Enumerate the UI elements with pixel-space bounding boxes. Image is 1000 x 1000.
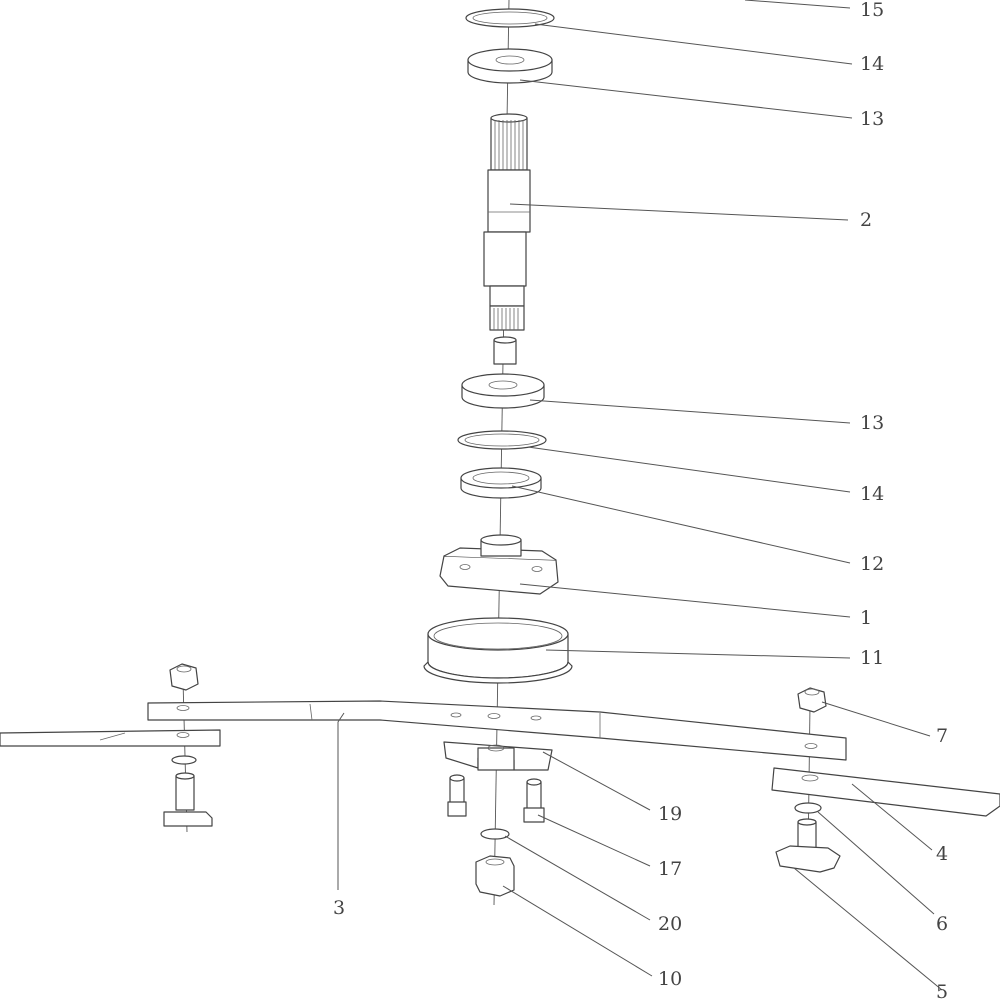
part-13-bearing-lower bbox=[461, 373, 545, 409]
callout-5: 5 bbox=[936, 981, 948, 1000]
part-2-shaft bbox=[483, 113, 531, 365]
callout-19: 19 bbox=[658, 803, 682, 825]
left-blade bbox=[0, 729, 221, 747]
left-washer bbox=[171, 755, 197, 765]
leader-4 bbox=[851, 783, 933, 851]
callout-14-lower: 14 bbox=[860, 483, 884, 505]
leader-14a bbox=[534, 23, 853, 65]
part-3-carrier-bar bbox=[147, 700, 847, 761]
part-13-bearing-top bbox=[467, 48, 553, 84]
part-12-seal bbox=[460, 467, 542, 499]
part-5-blade-bolt bbox=[775, 818, 841, 873]
callout-1: 1 bbox=[860, 607, 872, 629]
leader-5 bbox=[793, 867, 943, 991]
callout-2: 2 bbox=[860, 209, 872, 231]
leader-17 bbox=[537, 814, 651, 867]
leader-20 bbox=[504, 835, 651, 921]
part-7-nut-right bbox=[797, 687, 827, 713]
leader-13b bbox=[529, 399, 851, 424]
leader-12 bbox=[511, 485, 851, 564]
part-14-circlip-top bbox=[465, 8, 555, 28]
leader-7 bbox=[821, 701, 931, 737]
callout-3: 3 bbox=[333, 897, 345, 919]
callout-11: 11 bbox=[860, 647, 884, 669]
callout-17: 17 bbox=[658, 858, 682, 880]
leader-13a bbox=[519, 79, 853, 119]
leader-11 bbox=[545, 649, 851, 659]
leader-1 bbox=[519, 583, 851, 618]
leader-2 bbox=[509, 203, 849, 221]
leader-15 bbox=[744, 0, 851, 9]
callout-4: 4 bbox=[936, 843, 948, 865]
part-17-bolt-right bbox=[523, 778, 545, 823]
callout-13-lower: 13 bbox=[860, 412, 884, 434]
callout-20: 20 bbox=[658, 913, 682, 935]
leader-6 bbox=[817, 811, 935, 915]
left-blade-bolt bbox=[163, 772, 213, 827]
part-14-circlip-lower bbox=[457, 430, 547, 450]
part-1-housing bbox=[439, 534, 559, 595]
leader-19 bbox=[542, 751, 651, 811]
part-17-bolt-left bbox=[447, 774, 467, 817]
part-10-nut bbox=[475, 855, 515, 897]
part-19-lock-plate bbox=[443, 741, 553, 771]
callout-15: 15 bbox=[860, 0, 884, 21]
callout-6: 6 bbox=[936, 913, 948, 935]
leader-3 bbox=[337, 712, 345, 890]
part-4-right-blade bbox=[771, 767, 1000, 817]
leader-10 bbox=[502, 885, 653, 977]
leader-14b bbox=[527, 446, 851, 493]
part-11-cover bbox=[423, 617, 573, 684]
callout-7: 7 bbox=[936, 725, 948, 747]
part-6-washer bbox=[794, 802, 822, 814]
callout-12: 12 bbox=[860, 553, 884, 575]
left-nut bbox=[169, 663, 199, 691]
callout-13-top: 13 bbox=[860, 108, 884, 130]
callout-10: 10 bbox=[658, 968, 682, 990]
part-20-washer bbox=[480, 828, 510, 840]
callout-14-top: 14 bbox=[860, 53, 884, 75]
